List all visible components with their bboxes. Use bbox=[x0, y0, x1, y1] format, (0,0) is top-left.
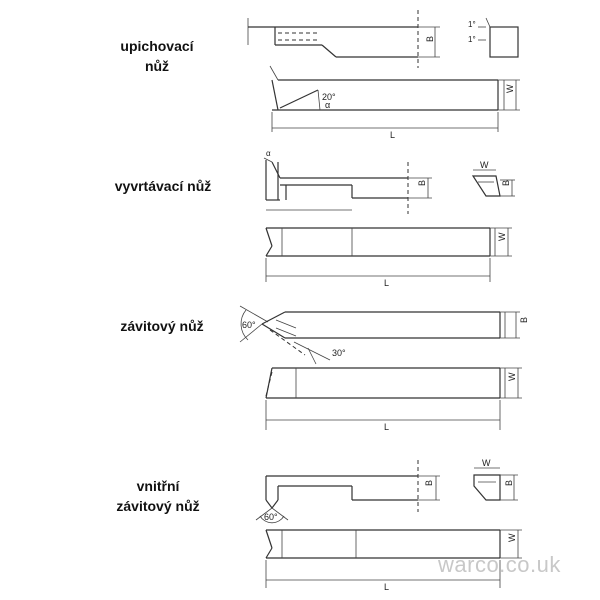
tool-label-parting: upichovací nůž bbox=[92, 36, 222, 76]
angle-label: 60° bbox=[242, 320, 256, 330]
tool-label-line: vnitřní bbox=[136, 478, 180, 494]
dim-b-label: B bbox=[424, 480, 434, 486]
dim-b-label: B bbox=[425, 36, 435, 42]
watermark: warco.co.uk bbox=[438, 552, 561, 577]
dim-b-label: B bbox=[519, 317, 529, 323]
dim-w-label: W bbox=[507, 533, 517, 542]
parting-tool-end-view bbox=[478, 17, 519, 58]
boring-tool-top-view bbox=[263, 157, 432, 214]
boring-tool-side-view bbox=[265, 227, 512, 282]
parting-tool-top-view bbox=[247, 10, 440, 68]
dim-w-label: W bbox=[497, 232, 507, 241]
tool-label-line: upichovací bbox=[120, 38, 194, 54]
angle-label: α bbox=[325, 100, 330, 110]
end-w-label: W bbox=[482, 458, 491, 468]
tool-label-internal-threading: vnitřní závitový nůž bbox=[88, 476, 228, 516]
tool-label-line: nůž bbox=[144, 58, 170, 74]
threading-tool-top-view bbox=[239, 305, 520, 365]
end-b-label: B bbox=[504, 480, 514, 486]
angle-label: 30° bbox=[332, 348, 346, 358]
tool-label-boring: vyvrtávací nůž bbox=[88, 176, 238, 196]
side-angle-label: 1° bbox=[468, 20, 476, 29]
tool-label-line: závitový nůž bbox=[120, 318, 204, 334]
internal-threading-tool-end-view bbox=[473, 467, 518, 501]
tool-label-threading: závitový nůž bbox=[92, 316, 232, 336]
internal-threading-tool-side-view bbox=[265, 529, 522, 588]
internal-threading-tool-top-view bbox=[255, 460, 440, 524]
dim-b-label: B bbox=[417, 180, 427, 186]
parting-tool-side-view bbox=[269, 65, 520, 132]
side-angle-label: 1° bbox=[468, 35, 476, 44]
angle-label: α bbox=[266, 149, 271, 158]
angle-label: 60° bbox=[264, 512, 278, 522]
dim-l-label: L bbox=[384, 278, 389, 288]
end-w-label: W bbox=[480, 160, 489, 170]
boring-tool-end-view bbox=[471, 169, 515, 197]
threading-tool-side-view bbox=[265, 367, 522, 430]
dim-l-label: L bbox=[390, 130, 395, 140]
dim-l-label: L bbox=[384, 422, 389, 432]
dim-w-label: W bbox=[505, 84, 515, 93]
dim-l-label: L bbox=[384, 582, 389, 592]
angle-label: 20° bbox=[322, 92, 336, 102]
dim-w-label: W bbox=[507, 372, 517, 381]
end-b-label: B bbox=[501, 180, 511, 186]
tool-label-line: závitový nůž bbox=[116, 498, 200, 514]
tool-label-line: vyvrtávací nůž bbox=[114, 178, 212, 194]
